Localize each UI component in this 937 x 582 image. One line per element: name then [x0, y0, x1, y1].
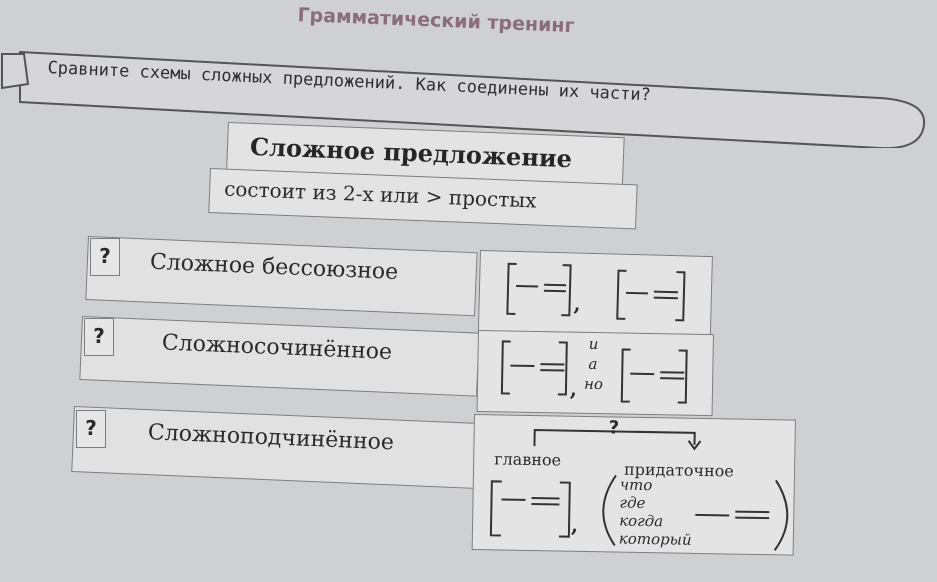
conjunction-and: и: [588, 334, 599, 354]
row-2-label-box: Сложносочинённое: [79, 316, 480, 397]
task-banner: [1, 50, 926, 148]
section-heading: Грамматический тренинг: [297, 4, 575, 38]
subtitle-text: состоит из 2-х или > простых: [223, 176, 537, 213]
row-1-scheme: ,: [477, 250, 713, 341]
conjunction-but-a: а: [588, 354, 598, 374]
row-3-question-mark: ?: [76, 410, 106, 448]
main-clause-label: главное: [494, 449, 562, 470]
title-text: Сложное предложение: [249, 131, 573, 174]
asyndetic-scheme-diagram: [506, 262, 686, 322]
row-2-scheme: , и а но: [476, 330, 714, 417]
row-2-comma: ,: [569, 376, 578, 401]
row-3-scheme: ? главное придаточное , что где когда ко…: [471, 414, 796, 556]
row-3-comma: ,: [570, 512, 579, 537]
conjunction-chto: что: [619, 475, 653, 495]
row-3-label: Сложноподчинённое: [147, 420, 395, 456]
triangle-icon: [1, 53, 30, 90]
row-1-comma: ,: [573, 291, 581, 316]
conjunction-kogda: когда: [619, 511, 664, 531]
row-2-question-mark: ?: [84, 318, 114, 356]
conjunction-but-no: но: [583, 374, 604, 394]
compound-scheme-diagram: [500, 340, 688, 404]
conjunction-kotoryi: который: [618, 529, 692, 549]
row-2-label: Сложносочинённое: [161, 330, 393, 366]
conjunction-gde: где: [619, 493, 646, 513]
row-3-label-box: Сложноподчинённое: [71, 406, 478, 489]
row-1-question-mark: ?: [90, 238, 120, 276]
row-1-label-box: Сложное бессоюзное: [85, 236, 478, 317]
row-1-label: Сложное бессоюзное: [149, 249, 399, 286]
complex-question-mark: ?: [608, 417, 620, 439]
complex-scheme-diagram: [489, 429, 789, 551]
